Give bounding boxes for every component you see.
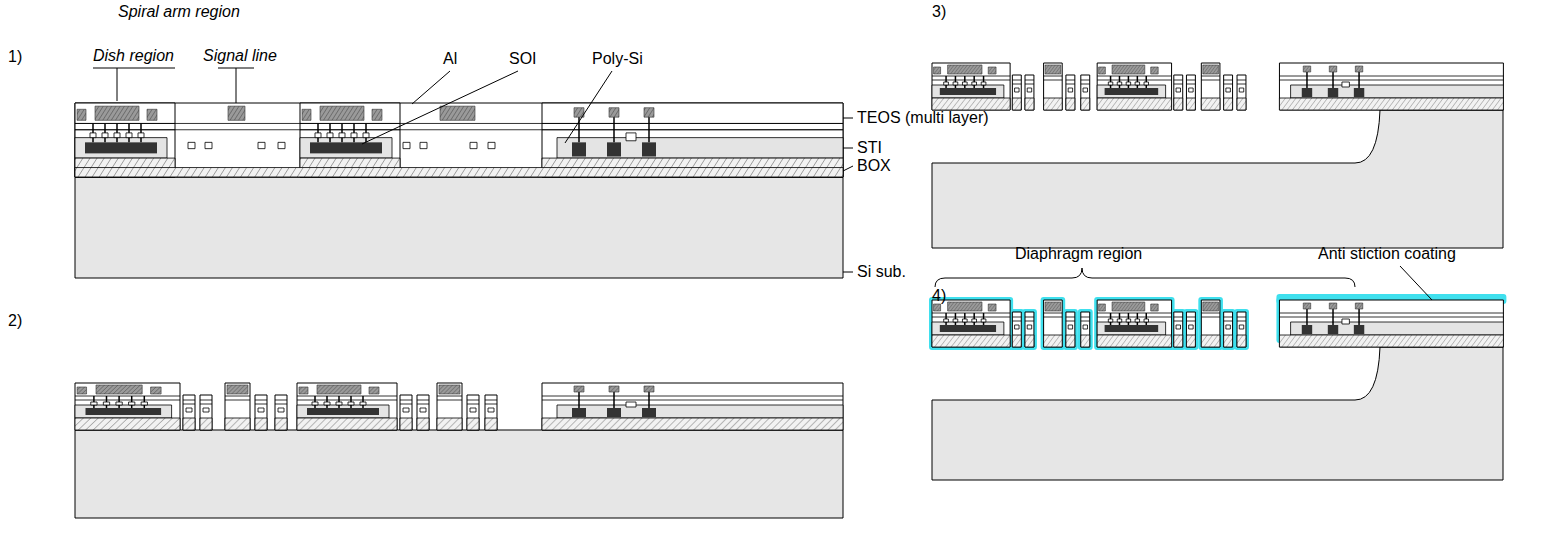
step-number: 2) [8, 312, 22, 330]
region-label: Diaphragm region [1015, 245, 1142, 263]
part-label: Anti stiction coating [1318, 245, 1456, 263]
step-number: 1) [8, 48, 22, 66]
part-label: Signal line [203, 47, 277, 65]
region-label: Dish region [93, 47, 174, 65]
layer-label: STI [857, 139, 882, 157]
part-label: SOI [509, 50, 537, 68]
part-label: Al [443, 50, 457, 68]
layer-label: Si sub. [857, 263, 906, 281]
step-number: 4) [932, 287, 946, 305]
region-label: Spiral arm region [118, 3, 240, 21]
layer-label: TEOS (multi layer) [857, 109, 989, 127]
step-number: 3) [932, 3, 946, 21]
layer-label: BOX [857, 157, 891, 175]
part-label: Poly-Si [592, 50, 643, 68]
